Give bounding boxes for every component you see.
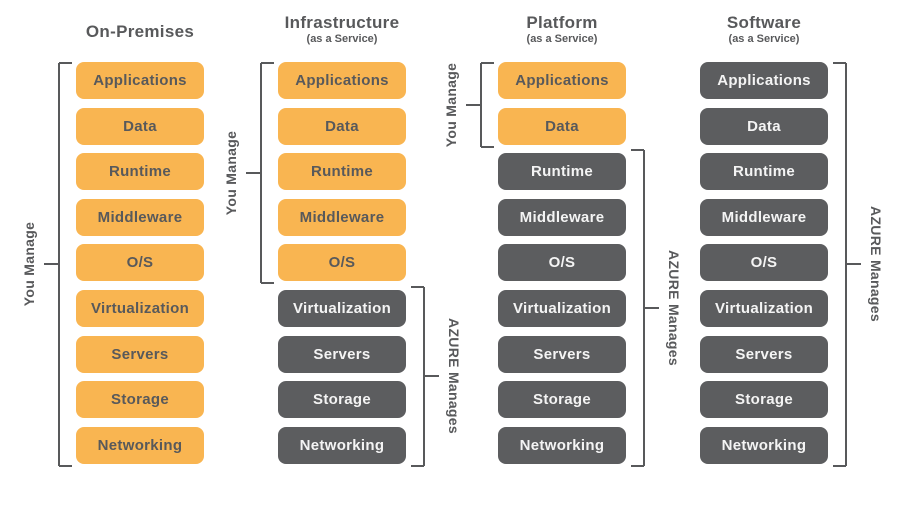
layer-box-paas-networking: Networking [498, 426, 626, 464]
layer-box-iaas-data: Data [278, 107, 406, 145]
layer-box-saas-runtime: Runtime [700, 153, 828, 191]
layer-box-iaas-runtime: Runtime [278, 153, 406, 191]
column-header-on-premises: On-Premises [40, 22, 240, 62]
layer-box-on-premises-data: Data [76, 107, 204, 145]
you-manage-label-iaas-bracket-bottom-arm [261, 282, 274, 285]
layer-box-paas-applications: Applications [498, 62, 626, 99]
you-manage-label-iaas: You Manage [223, 130, 239, 216]
layer-box-saas-networking: Networking [700, 426, 828, 464]
layer-box-saas-applications: Applications [700, 62, 828, 99]
column-title-saas: Software [726, 13, 802, 32]
you-manage-label-paas-bracket-tick [466, 103, 481, 106]
layer-box-on-premises-middleware: Middleware [76, 198, 204, 236]
azure-manages-label-paas-bracket-bottom-arm [631, 464, 644, 467]
layer-box-paas-runtime: Runtime [498, 153, 626, 191]
column-subtitle-saas: (as a Service) [728, 33, 800, 45]
column-title-iaas: Infrastructure [284, 13, 400, 32]
column-subtitle-paas: (as a Service) [526, 33, 598, 45]
layer-box-on-premises-virtualization: Virtualization [76, 290, 204, 327]
column-subtitle-iaas: (as a Service) [306, 33, 378, 45]
layer-box-on-premises-applications: Applications [76, 62, 204, 99]
layer-box-paas-middleware: Middleware [498, 198, 626, 236]
column-title-paas: Platform [526, 13, 598, 32]
layer-box-paas-storage: Storage [498, 381, 626, 419]
you-manage-label-on-premises: You Manage [21, 222, 37, 307]
column-header-saas: Software(as a Service) [664, 13, 864, 53]
column-title-on-premises: On-Premises [85, 22, 195, 41]
azure-manages-label-saas-bracket-top-arm [833, 62, 846, 64]
layer-box-on-premises-runtime: Runtime [76, 153, 204, 191]
layer-box-saas-o-s: O/S [700, 244, 828, 282]
azure-manages-label-iaas-bracket-tick [424, 375, 439, 378]
azure-manages-label-saas-bracket-bottom-arm [833, 464, 846, 467]
you-manage-label-on-premises-bracket-bottom-arm [59, 464, 72, 467]
layer-box-paas-virtualization: Virtualization [498, 290, 626, 327]
you-manage-label-paas-bracket-line [480, 63, 482, 147]
azure-manages-label-paas-bracket-top-arm [631, 149, 644, 152]
layer-box-iaas-storage: Storage [278, 381, 406, 419]
you-manage-label-iaas-bracket-line [260, 63, 262, 284]
layer-box-on-premises-storage: Storage [76, 381, 204, 419]
azure-manages-label-iaas-bracket-bottom-arm [411, 464, 424, 467]
azure-manages-label-saas-bracket-tick [846, 263, 861, 266]
you-manage-label-paas-bracket-top-arm [481, 62, 494, 64]
layer-box-paas-data: Data [498, 107, 626, 145]
layer-box-paas-servers: Servers [498, 335, 626, 373]
you-manage-label-on-premises-bracket-tick [44, 263, 59, 266]
layer-box-on-premises-networking: Networking [76, 426, 204, 464]
layer-box-saas-storage: Storage [700, 381, 828, 419]
azure-manages-label-paas-bracket-tick [644, 307, 659, 309]
layer-box-iaas-servers: Servers [278, 335, 406, 373]
layer-box-paas-o-s: O/S [498, 244, 626, 282]
layer-box-iaas-o-s: O/S [278, 244, 406, 282]
layer-box-on-premises-servers: Servers [76, 335, 204, 373]
you-manage-label-iaas-bracket-tick [246, 172, 261, 175]
column-header-paas: Platform(as a Service) [462, 13, 662, 53]
layer-box-saas-virtualization: Virtualization [700, 290, 828, 327]
layer-box-saas-servers: Servers [700, 335, 828, 373]
layer-box-iaas-networking: Networking [278, 426, 406, 464]
you-manage-label-iaas-bracket-top-arm [261, 62, 274, 64]
layer-box-iaas-virtualization: Virtualization [278, 290, 406, 327]
azure-manages-label-saas: AZURE Manages [868, 206, 884, 323]
you-manage-label-paas-bracket-bottom-arm [481, 145, 494, 148]
layer-box-iaas-middleware: Middleware [278, 198, 406, 236]
layer-box-saas-data: Data [700, 107, 828, 145]
azure-manages-label-iaas: AZURE Manages [446, 318, 462, 435]
layer-box-iaas-applications: Applications [278, 62, 406, 99]
azure-manages-label-iaas-bracket-top-arm [411, 286, 424, 288]
you-manage-label-on-premises-bracket-line [58, 63, 60, 466]
layer-box-saas-middleware: Middleware [700, 198, 828, 236]
layer-box-on-premises-o-s: O/S [76, 244, 204, 282]
you-manage-label-paas: You Manage [443, 62, 459, 148]
column-header-iaas: Infrastructure(as a Service) [242, 13, 442, 53]
you-manage-label-on-premises-bracket-top-arm [59, 62, 72, 64]
azure-manages-label-paas: AZURE Manages [666, 250, 682, 366]
